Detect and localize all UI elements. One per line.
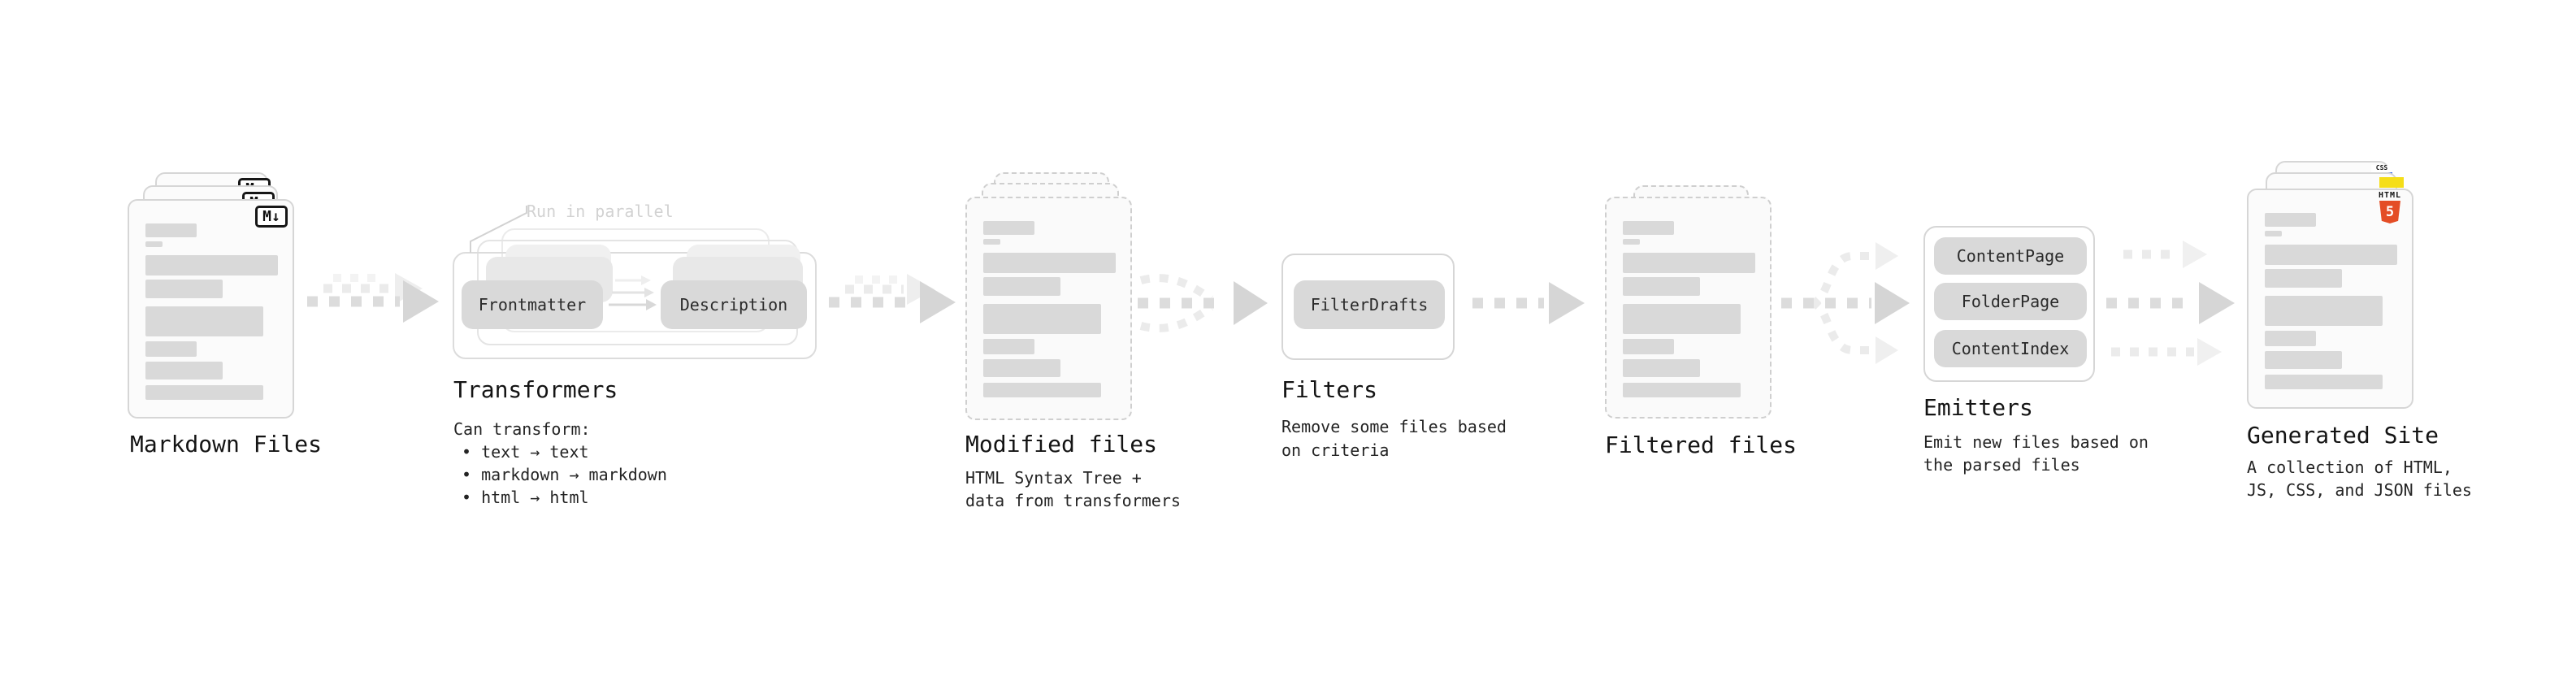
pill-description: Description <box>661 280 807 329</box>
css-icon-label: CSS <box>2375 164 2388 171</box>
filters-desc: Remove some files based on criteria <box>1281 415 1507 462</box>
transformer-frame-front <box>453 252 817 359</box>
skeleton-line <box>145 241 163 247</box>
html5-icon-number: 5 <box>2385 203 2395 220</box>
skeleton-line <box>145 255 278 275</box>
skeleton-line <box>145 362 223 380</box>
emitters-title: Emitters <box>1923 394 2033 421</box>
skeleton-line <box>1623 383 1741 397</box>
desc-line: HTML Syntax Tree + <box>965 468 1142 488</box>
details-heading: Can transform: <box>453 419 591 439</box>
desc-line: Emit new files based on <box>1923 432 2149 452</box>
file-card-front <box>128 199 294 419</box>
modified-files-desc: HTML Syntax Tree + data from transformer… <box>965 466 1181 512</box>
skeleton-line <box>2265 375 2383 389</box>
transformers-title: Transformers <box>453 376 618 403</box>
arrow-emitters-to-generated <box>2106 241 2235 366</box>
desc-line: JS, CSS, and JSON files <box>2247 480 2472 500</box>
arrow-markdown-to-transformers <box>307 273 439 323</box>
skeleton-line <box>2265 296 2383 326</box>
skeleton-line <box>983 304 1101 334</box>
file-card-front <box>2247 189 2413 409</box>
pill-filterdrafts: FilterDrafts <box>1294 280 1445 329</box>
skeleton-line <box>2265 351 2342 369</box>
filtered-files-title: Filtered files <box>1605 432 1798 458</box>
skeleton-line <box>145 223 197 237</box>
js-icon <box>2379 177 2404 188</box>
modified-files-title: Modified files <box>965 431 1158 458</box>
file-card-front <box>1605 197 1772 419</box>
html5-icon: HTML 5 <box>2378 191 2402 223</box>
skeleton-line <box>983 359 1060 377</box>
skeleton-line <box>2265 269 2342 288</box>
desc-line: A collection of HTML, <box>2247 458 2452 477</box>
skeleton-line <box>1623 339 1674 354</box>
skeleton-line <box>983 339 1034 354</box>
arrow-filters-to-filtered <box>1472 282 1585 324</box>
pill-folderpage: FolderPage <box>1934 283 2087 320</box>
skeleton-line <box>1623 239 1640 245</box>
desc-line: Remove some files based <box>1281 417 1507 436</box>
skeleton-line <box>983 253 1116 273</box>
filters-frame <box>1281 254 1455 360</box>
skeleton-line <box>145 385 263 400</box>
pill-contentpage: ContentPage <box>1934 237 2087 275</box>
skeleton-line <box>2265 213 2316 227</box>
markdown-files-title: Markdown Files <box>130 431 323 458</box>
skeleton-line <box>145 306 263 336</box>
skeleton-line <box>983 277 1060 296</box>
bullet-line: • text → text <box>462 442 589 462</box>
desc-line: on criteria <box>1281 440 1390 460</box>
skeleton-line <box>983 383 1101 397</box>
bullet-line: • html → html <box>462 488 589 507</box>
skeleton-line <box>145 280 223 298</box>
bullet-line: • markdown → markdown <box>462 465 667 484</box>
skeleton-line <box>1623 277 1700 296</box>
skeleton-line <box>1623 304 1741 334</box>
emitters-desc: Emit new files based on the parsed files <box>1923 431 2149 476</box>
skeleton-line <box>2265 331 2316 346</box>
desc-line: data from transformers <box>965 491 1181 510</box>
skeleton-line <box>145 341 197 357</box>
skeleton-line <box>983 239 1000 245</box>
filters-title: Filters <box>1281 376 1378 403</box>
arrow-transformers-to-modified <box>829 274 956 323</box>
html5-icon-word: HTML <box>2378 191 2402 200</box>
emitters-frame <box>1923 226 2095 382</box>
generated-site-desc: A collection of HTML, JS, CSS, and JSON … <box>2247 456 2472 501</box>
skeleton-line <box>1623 221 1674 235</box>
arrow-modified-to-filters-merge <box>1138 274 1268 332</box>
html5-icon-shield: 5 <box>2379 201 2400 223</box>
skeleton-line <box>2265 231 2282 236</box>
skeleton-line <box>1623 253 1755 273</box>
transformers-details: Can transform: • text → text • markdown … <box>453 418 667 509</box>
annotation-leader-line <box>470 206 527 253</box>
skeleton-line <box>1623 359 1700 377</box>
pill-frontmatter: Frontmatter <box>462 280 603 329</box>
skeleton-line <box>2265 245 2397 265</box>
pill-contentindex: ContentIndex <box>1934 330 2087 367</box>
skeleton-line <box>983 221 1034 235</box>
arrow-filtered-to-emitters-fanout <box>1781 242 1910 364</box>
desc-line: the parsed files <box>1923 455 2080 475</box>
markdown-badge-icon: M↓ <box>255 206 288 228</box>
file-card-front <box>965 197 1132 420</box>
parallel-mini-arrows <box>609 275 657 310</box>
generated-site-title: Generated Site <box>2247 422 2439 449</box>
run-in-parallel-note: Run in parallel <box>527 202 674 221</box>
